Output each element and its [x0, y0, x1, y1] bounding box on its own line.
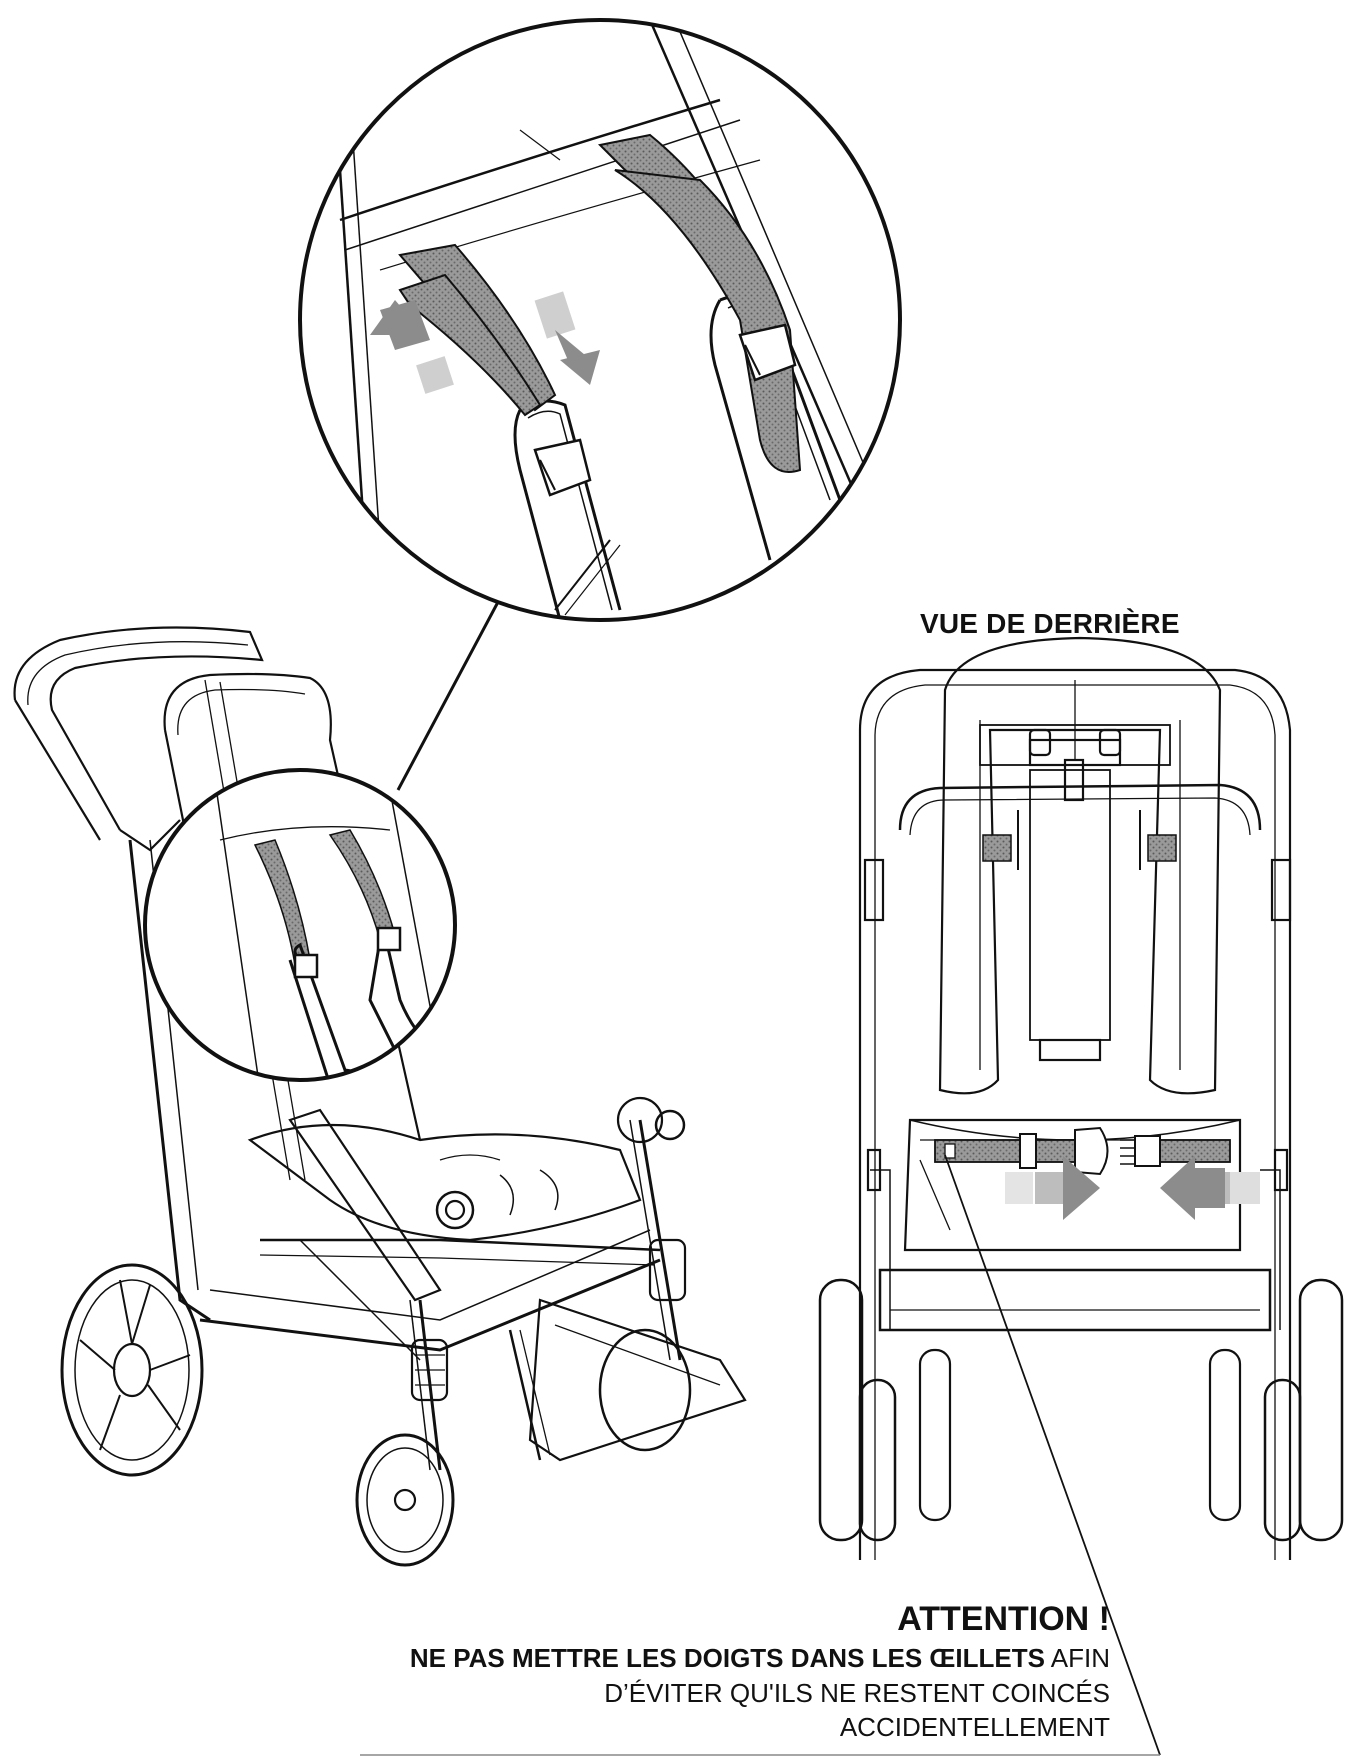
warning-title: ATTENTION ! [897, 1600, 1110, 1638]
warning-line-2: D’ÉVITER QU'ILS NE RESTENT COINCÉS [604, 1678, 1110, 1708]
harness-highlight-circle [143, 768, 457, 1082]
zoom-detail-circle [298, 18, 902, 622]
warning-line-1-rest: AFIN [1044, 1643, 1110, 1673]
rear-view-label: VUE DE DERRIÈRE [920, 608, 1180, 639]
warning-leader-line [944, 1154, 1161, 1756]
warning-bold-text: NE PAS METTRE LES DOIGTS DANS LES ŒILLET… [409, 1643, 1045, 1673]
warning-line-1: NE PAS METTRE LES DOIGTS DANS LES ŒILLET… [410, 1643, 1110, 1674]
adjust-arrows [370, 291, 600, 394]
zoom-leader-line [396, 601, 500, 791]
stroller-side-view [13, 626, 747, 1567]
lap-belt [934, 1126, 1260, 1220]
warning-line-3: ACCIDENTELLEMENT [839, 1712, 1110, 1742]
stroller-rear-view [818, 636, 1344, 1560]
